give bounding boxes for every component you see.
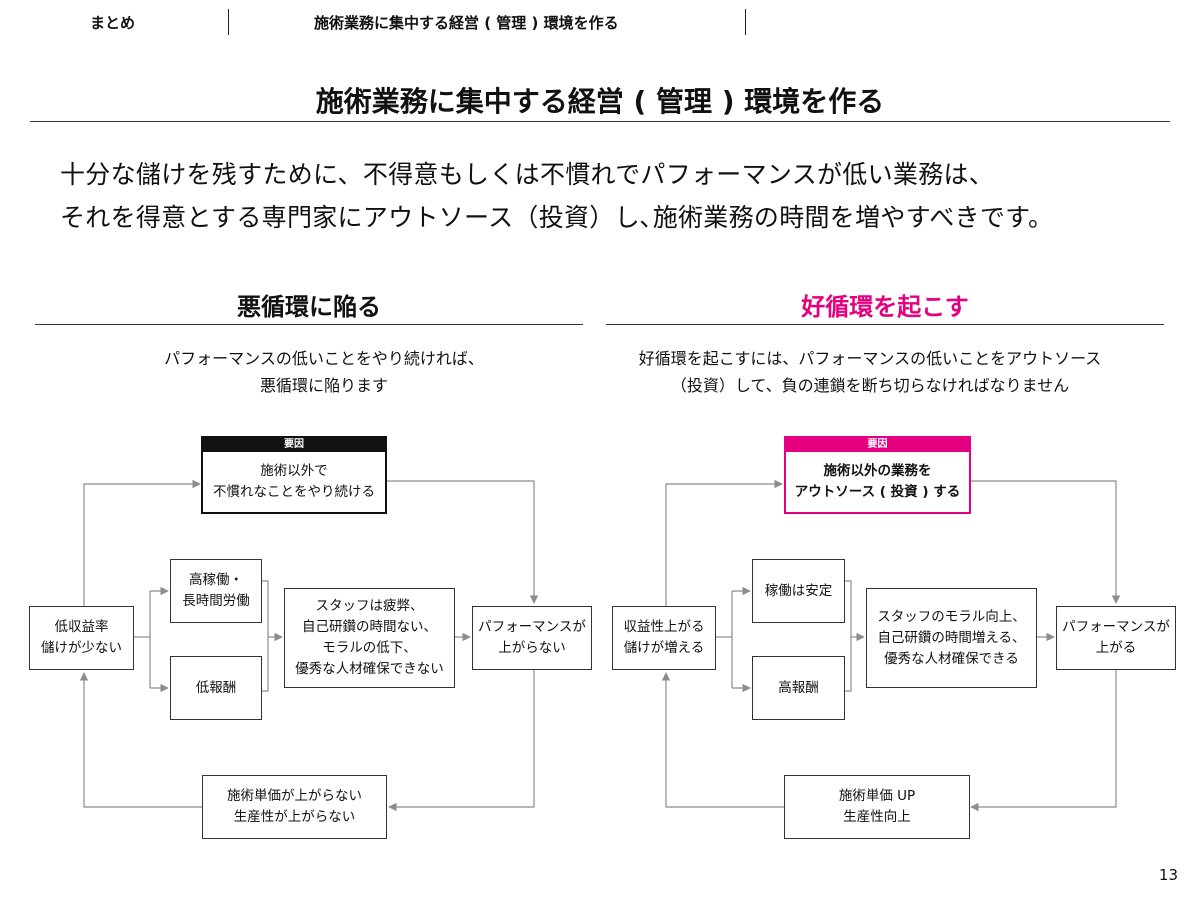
vicious-title-rule	[35, 324, 583, 325]
box-text: 高報酬	[778, 679, 819, 696]
bracket	[845, 580, 852, 692]
box-text: 低収益率 儲けが少ない	[41, 619, 122, 656]
virtuous-cycle-title: 好循環を起こす	[801, 293, 969, 321]
arrow-key-to-perf	[971, 480, 1121, 604]
vicious-middle-box: スタッフは疲弊、 自己研鑽の時間ない、 モラルの低下、 優秀な人材確保できない	[284, 588, 455, 688]
arrow-start-to-key	[665, 479, 783, 606]
virtuous-description: 好循環を起こすには、パフォーマンスの低いことをアウトソース （投資）して、負の連…	[596, 345, 1144, 399]
box-text: スタッフは疲弊、 自己研鑽の時間ない、 モラルの低下、 優秀な人材確保できない	[295, 598, 444, 677]
virtuous-title-rule	[606, 324, 1164, 325]
box-text: パフォーマンスが 上がる	[1062, 619, 1170, 656]
bracket	[262, 580, 269, 692]
virtuous-start-box: 収益性上がる 儲けが増える	[612, 606, 716, 670]
virtuous-middle-box: スタッフのモラル向上、 自己研鑽の時間増える、 優秀な人材確保できる	[866, 588, 1037, 688]
lead-line-1: 十分な儲けを残すために、不得意もしくは不慣れでパフォーマンスが低い業務は、	[60, 160, 995, 189]
virtuous-description-line-2: （投資）して、負の連鎖を断ち切らなければなりません	[670, 376, 1070, 395]
virtuous-key-factor-box: 要因 施術以外の業務を アウトソース ( 投資 ) する	[784, 436, 971, 514]
key-factor-text: 施術以外で 不慣れなことをやり続ける	[213, 463, 375, 500]
arrow-start-to-key	[83, 479, 201, 606]
box-text: 施術単価 UP 生産性向上	[838, 788, 916, 825]
page-number: 13	[1158, 866, 1178, 884]
arrow-bottom-to-start	[79, 672, 202, 808]
key-factor-label: 要因	[203, 438, 385, 452]
box-text: 施術単価が上がらない 生産性が上がらない	[227, 788, 362, 825]
header-section-label: まとめ	[90, 14, 136, 32]
vicious-description: パフォーマンスの低いことをやり続ければ、 悪循環に陥ります	[35, 345, 613, 399]
virtuous-description-line-1: 好循環を起こすには、パフォーマンスの低いことをアウトソース	[638, 349, 1102, 368]
vicious-description-line-2: 悪循環に陥ります	[259, 376, 388, 395]
vicious-performance-box: パフォーマンスが 上がらない	[472, 606, 592, 670]
vicious-upper-box: 高稼働・ 長時間労働	[170, 559, 262, 623]
vicious-bottom-box: 施術単価が上がらない 生産性が上がらない	[202, 775, 387, 839]
page-title: 施術業務に集中する経営 ( 管理 ) 環境を作る	[315, 85, 885, 118]
box-text: スタッフのモラル向上、 自己研鑽の時間増える、 優秀な人材確保できる	[877, 608, 1026, 667]
box-text: 高稼働・ 長時間労働	[182, 572, 250, 609]
box-text: 稼働は安定	[764, 582, 833, 599]
arrow-perf-to-bottom	[388, 670, 535, 812]
vicious-key-factor-box: 要因 施術以外で 不慣れなことをやり続ける	[201, 436, 387, 514]
title-underline	[30, 121, 1170, 122]
arrow-perf-to-bottom	[970, 670, 1117, 812]
header-divider	[228, 9, 229, 35]
box-text: パフォーマンスが 上がらない	[478, 619, 586, 656]
header-topic-label: 施術業務に集中する経営 ( 管理 ) 環境を作る	[314, 14, 619, 32]
arrow-bottom-to-start	[661, 672, 784, 808]
key-factor-text: 施術以外の業務を アウトソース ( 投資 ) する	[794, 463, 961, 500]
vicious-lower-box: 低報酬	[170, 656, 262, 720]
vicious-cycle-title: 悪循環に陥る	[237, 293, 381, 321]
vicious-start-box: 低収益率 儲けが少ない	[29, 606, 134, 670]
key-factor-label: 要因	[786, 438, 969, 452]
box-text: 低報酬	[195, 679, 237, 696]
header-divider	[745, 9, 746, 35]
arrow-key-to-perf	[387, 480, 539, 604]
virtuous-performance-box: パフォーマンスが 上がる	[1056, 606, 1176, 670]
lead-line-2: それを得意とする専門家にアウトソース（投資）し､施術業務の時間を増やすべきです。	[60, 203, 1054, 232]
box-text: 収益性上がる 儲けが増える	[623, 619, 705, 656]
virtuous-lower-box: 高報酬	[752, 656, 845, 720]
vicious-description-line-1: パフォーマンスの低いことをやり続ければ、	[164, 349, 484, 368]
virtuous-bottom-box: 施術単価 UP 生産性向上	[784, 775, 970, 839]
virtuous-upper-box: 稼働は安定	[752, 559, 845, 623]
